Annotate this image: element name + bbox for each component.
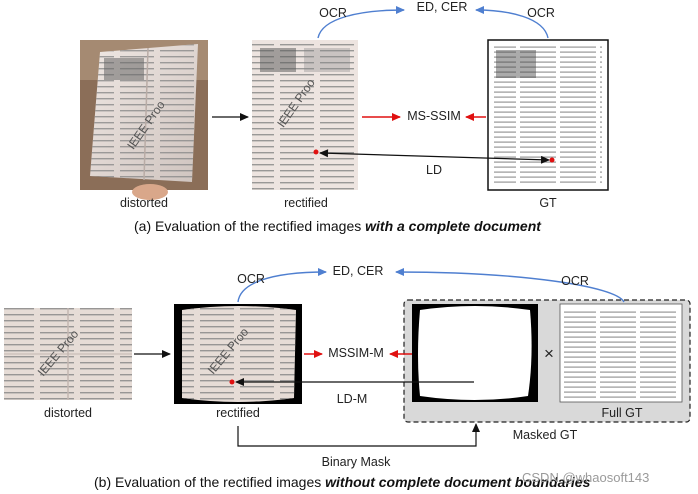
bottom-caption-emphasis: without complete document boundaries (325, 474, 591, 490)
masked-gt-label: Masked GT (512, 428, 578, 442)
top-distorted-label: distorted (120, 196, 168, 210)
top-gt-label: GT (539, 196, 557, 210)
bottom-distorted-image (4, 308, 132, 400)
bottom-ocr-right-label: OCR (561, 274, 589, 288)
csdn-watermark: CSDN @whaosoft143 (522, 470, 650, 485)
bottom-ocr-arrow-left (237, 268, 327, 303)
top-ocr-arrow-left (317, 6, 405, 39)
bottom-rectified-label: rectified (216, 406, 260, 420)
bottom-rectified-image (174, 304, 302, 404)
top-caption-emphasis: with a complete document (365, 218, 541, 234)
binary-mask-label: Binary Mask (321, 455, 391, 469)
bottom-ed-cer-label: ED, CER (332, 264, 384, 278)
top-ld-arrow (319, 149, 550, 164)
full-gt-label: Full GT (601, 406, 643, 420)
top-ld-label: LD (426, 163, 442, 177)
top-ed-cer-label: ED, CER (416, 0, 468, 14)
binary-mask-arrow (237, 423, 480, 447)
top-rectified-label: rectified (284, 196, 328, 210)
bottom-ld-m-label: LD-M (336, 392, 368, 406)
top-ocr-left-label: OCR (319, 6, 347, 20)
bottom-caption: (b) Evaluation of the rectified images w… (94, 474, 590, 490)
top-ocr-arrow-right (475, 6, 549, 39)
bottom-ocr-left-label: OCR (237, 272, 265, 286)
top-caption: (a) Evaluation of the rectified images w… (134, 218, 541, 234)
times-symbol: × (544, 344, 554, 363)
bottom-ocr-arrow-right (395, 268, 625, 303)
binary-mask-image (412, 304, 538, 402)
full-gt-image (559, 303, 683, 403)
top-rectified-image (252, 40, 358, 190)
bottom-mssim-m-label: MSSIM-M (328, 346, 384, 360)
bottom-caption-prefix: (b) Evaluation of the rectified images (94, 474, 326, 490)
top-ms-ssim-label: MS-SSIM (407, 109, 461, 123)
top-caption-prefix: (a) Evaluation of the rectified images (134, 218, 366, 234)
top-ocr-right-label: OCR (527, 6, 555, 20)
top-distorted-image (80, 40, 208, 200)
bottom-distorted-label: distorted (44, 406, 92, 420)
top-gt-image (487, 39, 609, 191)
